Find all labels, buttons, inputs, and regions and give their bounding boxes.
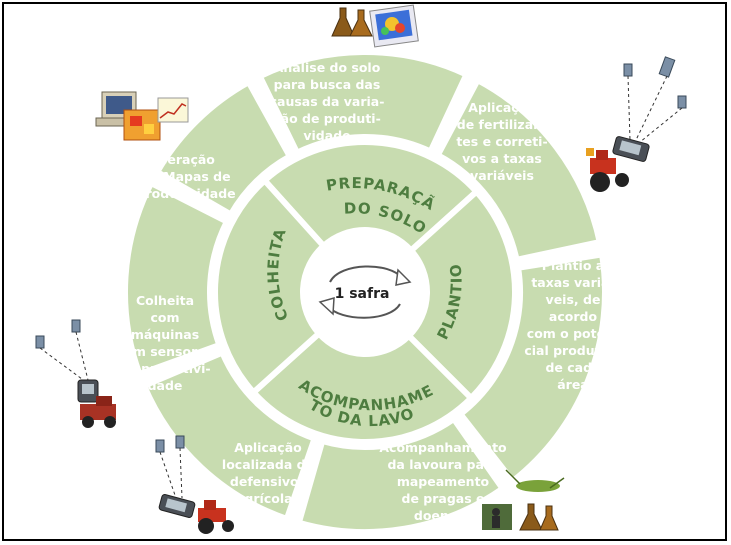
step-text-line: taxas variá- [531,275,614,290]
step-segment-6 [122,179,231,378]
center-label: 1 safra [335,286,390,302]
step-text-line: Aplicação [468,100,536,115]
step-texts: Análise do solo para busca das causas da v… [117,60,622,523]
soil-map-icon [369,4,419,48]
step-text-line: dade [148,378,183,393]
gps-receiver-icon [612,136,650,162]
step-text-line: com [150,310,179,325]
satellite-icon [623,56,687,109]
step-text-7: Geração de Mapas de Produtividade [136,152,235,201]
phase-segment-acompanhamento [249,329,476,445]
step-text-5: Aplicação localizada de defensivos agrícola… [222,440,314,506]
farmer-icon [482,504,512,530]
step-text-line: área [557,377,589,392]
tractor-icon [198,500,234,534]
step-text-line: Aplicação [234,440,302,455]
step-segment-7 [153,78,294,219]
step-text-line: máquinas [131,327,199,342]
step-text-line: tes e correti- [456,134,547,149]
step-segment-1 [255,49,471,157]
cycle-arrowhead-top-icon [395,268,412,286]
step-text-line: de Mapas de [141,169,230,184]
step-text-line: mapeamento [397,474,490,489]
satellite-icon [35,319,81,349]
step-text-line: para busca das [274,77,381,92]
combine-harvester-icon [80,396,116,428]
step-text-3: Plantio a taxas variá-veis, de acordo com o… [524,258,622,392]
yield-map-icon [123,109,161,141]
step-text-6: Colheita com máquinas com sensores de produt… [117,293,213,393]
step-text-line: Acompanhamento [379,440,507,455]
satellite-signal-lines [159,447,183,499]
step-text-line: Plantio a [542,258,604,273]
center-cycle: 1 safra [307,234,423,350]
step-text-line: da lavoura para [387,457,498,472]
step-text-line: de fertilizan- [457,117,548,132]
step-text-line: com o poten- [527,326,619,341]
phase-segment-preparacao [260,139,481,255]
step-text-line: de produtivi- [119,361,210,376]
step-text-2: Aplicação de fertilizan-tes e correti-vos… [456,100,547,183]
step-text-line: vos a taxas [462,151,542,166]
step-text-line: Análise do solo [274,60,381,75]
satellite-signal-lines [627,75,683,143]
step-segment-5 [140,348,319,523]
step-text-line: causas da varia- [270,94,385,109]
cycle-segments [122,49,608,535]
step-text-line: ção de produti- [273,111,381,126]
tractor-icon [586,148,629,192]
center-circle [307,234,423,350]
step-text-line: veis, de [546,292,601,307]
satellite-signal-lines [39,331,89,383]
step-segment-3 [456,251,608,486]
step-text-line: doenças [414,508,472,523]
step-text-1: Análise do solo para busca das causas da v… [270,60,385,143]
step-text-line: cial produtivo [524,343,622,358]
step-text-line: defensivos [230,474,306,489]
lab-flasks-icon [519,503,559,531]
cycle-arrowhead-bottom-icon [318,296,335,316]
step-text-line: de pragas e [402,491,485,506]
step-text-line: Produtividade [136,186,235,201]
step-text-line: localizada de [222,457,314,472]
phase-segment-plantio [404,187,518,403]
step-text-line: vidade [303,128,350,143]
step-segment-2 [433,76,604,264]
step-text-4: Acompanhamento da lavoura para mapeamento d… [379,440,507,523]
step-text-line: Geração [157,152,215,167]
step-text-line: agrícolas [236,491,300,506]
gps-receiver-icon [77,379,99,403]
step-text-line: com sensores [117,344,213,359]
step-text-line: variáveis [470,168,534,183]
grasshopper-icon [505,469,565,492]
step-segment-4 [295,414,507,535]
step-text-line: acordo [549,309,598,324]
gps-receiver-icon [158,494,196,518]
lab-flasks-icon [331,7,373,37]
phase-segment-colheita [212,176,328,397]
step-text-line: de cada [545,360,600,375]
step-text-line: Colheita [136,293,194,308]
chart-icon [157,97,189,123]
